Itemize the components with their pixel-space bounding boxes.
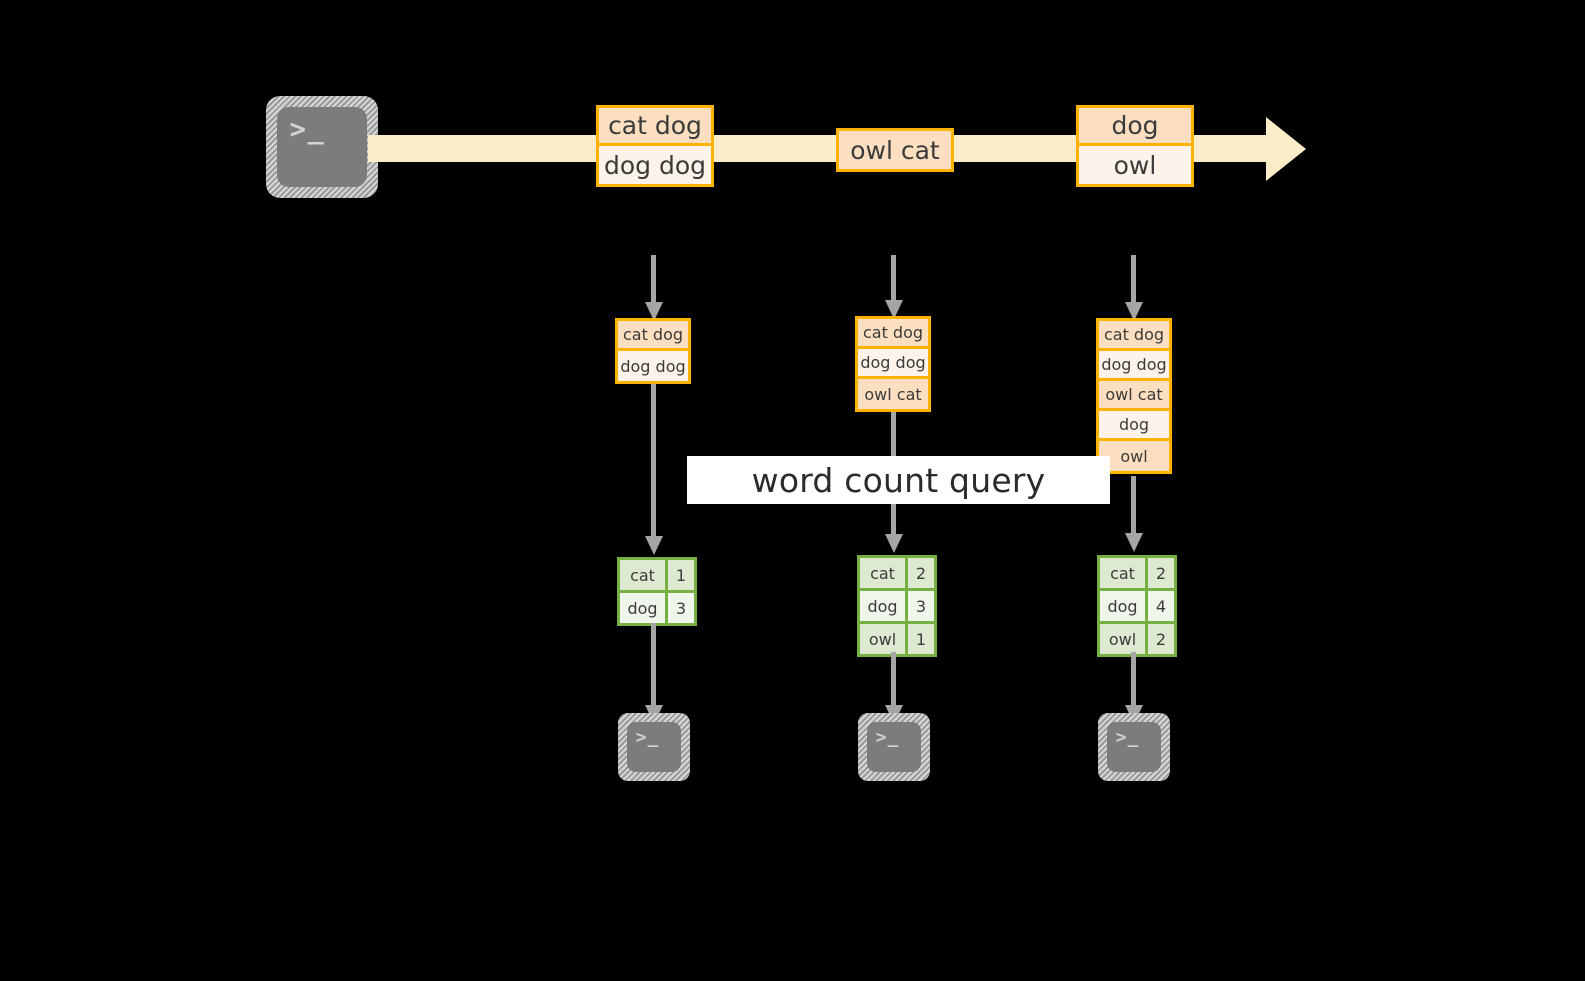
input-row: cat dog: [1099, 321, 1169, 351]
input-row: dog dog: [858, 349, 928, 379]
result-row: dog 3: [620, 593, 694, 623]
trigger-3-result-table: cat 2 dog 4 owl 2: [1097, 555, 1177, 657]
connector-arrowhead: [644, 302, 663, 321]
result-count: 3: [908, 591, 934, 621]
stream-event-line: owl cat: [839, 131, 951, 169]
connector-arrowhead: [884, 534, 903, 553]
result-row: dog 3: [860, 591, 934, 624]
trigger-3-sink-terminal-icon: >_: [1098, 713, 1170, 781]
result-word: cat: [860, 558, 908, 588]
trigger-2-result-table: cat 2 dog 3 owl 1: [857, 555, 937, 657]
input-row: owl cat: [1099, 381, 1169, 411]
stream-event-line: dog dog: [599, 146, 711, 184]
connector-arrowhead: [884, 300, 903, 319]
stream-arrow-head: [1266, 117, 1306, 181]
result-count: 1: [908, 624, 934, 654]
connector-arrowhead: [1124, 302, 1143, 321]
input-row: owl: [1099, 441, 1169, 471]
stream-event-group-1: cat dog dog dog: [596, 105, 714, 187]
terminal-screen: >_: [277, 107, 367, 187]
result-row: owl 1: [860, 624, 934, 654]
result-count: 2: [908, 558, 934, 588]
connector-line: [651, 255, 656, 302]
connector-arrowhead: [1124, 533, 1143, 552]
stream-event-line: cat dog: [599, 108, 711, 146]
source-terminal-icon: >_: [266, 96, 378, 198]
terminal-prompt-glyph: >_: [1115, 726, 1140, 748]
stream-event-line: dog: [1079, 108, 1191, 146]
connector-arrowhead: [644, 536, 663, 555]
terminal-prompt-glyph: >_: [289, 113, 326, 145]
connector-line: [1131, 652, 1136, 705]
connector-line: [651, 623, 656, 705]
input-row: dog dog: [618, 351, 688, 381]
terminal-prompt-glyph: >_: [635, 726, 660, 748]
trigger-2-sink-terminal-icon: >_: [858, 713, 930, 781]
connector-line: [891, 255, 896, 300]
result-row: owl 2: [1100, 624, 1174, 654]
result-row: cat 2: [860, 558, 934, 591]
stream-event-group-2: owl cat: [836, 128, 954, 172]
input-row: cat dog: [858, 319, 928, 349]
result-row: cat 1: [620, 560, 694, 593]
result-word: dog: [1100, 591, 1148, 621]
input-row: dog: [1099, 411, 1169, 441]
terminal-screen: >_: [867, 722, 921, 772]
result-word: dog: [860, 591, 908, 621]
stream-event-line: owl: [1079, 146, 1191, 184]
connector-line: [1131, 476, 1136, 533]
result-count: 2: [1148, 558, 1174, 588]
terminal-screen: >_: [1107, 722, 1161, 772]
trigger-1-result-table: cat 1 dog 3: [617, 557, 697, 626]
input-row: owl cat: [858, 379, 928, 409]
connector-line: [651, 384, 656, 536]
query-label: word count query: [751, 460, 1046, 500]
result-count: 3: [668, 593, 694, 623]
trigger-1-input-table: cat dog dog dog: [615, 318, 691, 384]
result-word: dog: [620, 593, 668, 623]
input-row: cat dog: [618, 321, 688, 351]
terminal-prompt-glyph: >_: [875, 726, 900, 748]
result-word: cat: [1100, 558, 1148, 588]
terminal-screen: >_: [627, 722, 681, 772]
result-count: 2: [1148, 624, 1174, 654]
result-count: 4: [1148, 591, 1174, 621]
stream-event-group-3: dog owl: [1076, 105, 1194, 187]
connector-line: [891, 652, 896, 705]
result-row: dog 4: [1100, 591, 1174, 624]
trigger-1-sink-terminal-icon: >_: [618, 713, 690, 781]
result-word: owl: [860, 624, 908, 654]
query-banner: word count query: [687, 456, 1110, 504]
trigger-3-input-table: cat dog dog dog owl cat dog owl: [1096, 318, 1172, 474]
connector-line: [1131, 255, 1136, 302]
input-row: dog dog: [1099, 351, 1169, 381]
result-word: cat: [620, 560, 668, 590]
result-word: owl: [1100, 624, 1148, 654]
result-count: 1: [668, 560, 694, 590]
trigger-2-input-table: cat dog dog dog owl cat: [855, 316, 931, 412]
result-row: cat 2: [1100, 558, 1174, 591]
